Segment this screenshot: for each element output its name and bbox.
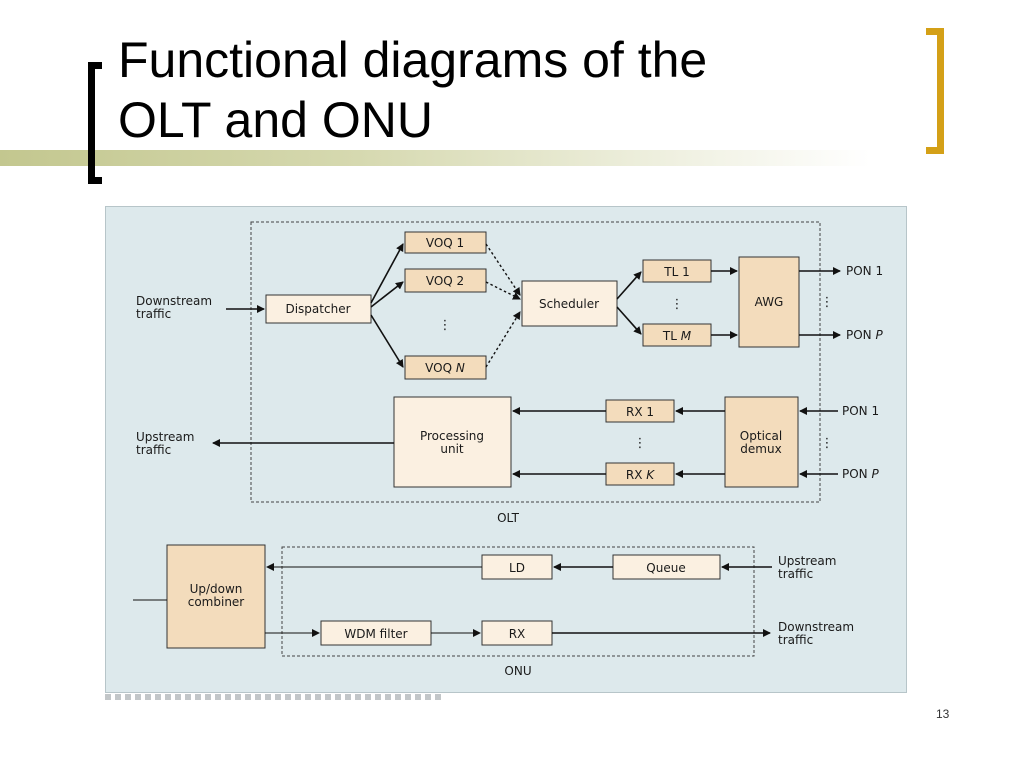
onu-rx-box <box>481 620 553 646</box>
onu-downstream-label-2: traffic <box>778 633 813 647</box>
dispatcher-label: Dispatcher <box>285 302 350 316</box>
optical-demux-box <box>724 396 799 488</box>
olt-boundary <box>250 221 821 503</box>
title-accent-bar <box>0 150 1024 166</box>
wdm-filter-box <box>320 620 432 646</box>
pon-1-in-label: PON 1 <box>842 404 879 418</box>
ld-label: LD <box>509 561 525 575</box>
demux-input-ellipsis: ⋮ <box>821 436 834 451</box>
tl-m-label: TL M <box>662 329 692 343</box>
awg-box <box>738 256 800 348</box>
voq-2-box <box>404 268 487 293</box>
voq2-to-scheduler-arrow <box>485 281 521 300</box>
voq-2-label: VOQ 2 <box>426 274 464 288</box>
dispatcher-to-voq2-arrow <box>370 281 404 308</box>
ld-box <box>481 554 553 580</box>
scheduler-to-tl1-arrow <box>616 271 642 300</box>
processing-unit-box <box>393 396 512 488</box>
slide-title: Functional diagrams of the OLT and ONU <box>118 30 707 150</box>
olt-downstream-label-1: Downstream <box>136 294 212 308</box>
pon-p-out-label: PON P <box>846 328 883 342</box>
scheduler-to-tlm-arrow <box>616 306 642 335</box>
voq-ellipsis: ⋮ <box>439 318 452 333</box>
combiner-label-1: Up/down <box>190 582 243 596</box>
onu-boundary <box>281 546 755 657</box>
voq-1-label: VOQ 1 <box>426 236 464 250</box>
tl-ellipsis: ⋮ <box>671 297 684 312</box>
olt-upstream-label-1: Upstream <box>136 430 194 444</box>
diagram-canvas: OLT Downstream traffic Dispatcher VOQ 1 … <box>133 221 883 678</box>
voqn-to-scheduler-arrow <box>485 311 521 368</box>
awg-output-ellipsis: ⋮ <box>821 295 834 310</box>
optical-demux-label-2: demux <box>740 442 781 456</box>
dispatcher-box <box>265 294 372 324</box>
onu-label: ONU <box>504 664 531 678</box>
processing-unit-label-2: unit <box>440 442 464 456</box>
dispatcher-to-voqn-arrow <box>370 314 404 368</box>
awg-label: AWG <box>755 295 784 309</box>
slide-title-line-2: OLT and ONU <box>118 92 433 148</box>
pon-1-out-label: PON 1 <box>846 264 883 278</box>
voq-n-label: VOQ N <box>425 361 465 375</box>
rx-1-label: RX 1 <box>626 405 654 419</box>
voq1-to-scheduler-arrow <box>485 243 521 296</box>
onu-rx-label: RX <box>509 627 526 641</box>
onu-upstream-label-1: Upstream <box>778 554 836 568</box>
processing-unit-label-1: Processing <box>420 429 484 443</box>
onu-downstream-label-1: Downstream <box>778 620 854 634</box>
onu-upstream-label-2: traffic <box>778 567 813 581</box>
scheduler-box <box>521 280 618 327</box>
slide-number: 13 <box>936 707 950 721</box>
voq-n-box <box>404 355 487 380</box>
pon-p-in-label: PON P <box>842 467 879 481</box>
rx-k-label: RX K <box>626 468 655 482</box>
olt-upstream-label-2: traffic <box>136 443 171 457</box>
olt-label: OLT <box>497 511 519 525</box>
scheduler-label: Scheduler <box>539 297 599 311</box>
rx-ellipsis: ⋮ <box>634 436 647 451</box>
olt-downstream-label-2: traffic <box>136 307 171 321</box>
combiner-box <box>166 544 266 649</box>
combiner-label-2: combiner <box>188 595 245 609</box>
left-bracket-decoration <box>88 62 102 184</box>
dispatcher-to-voq1-arrow <box>370 243 404 304</box>
voq-1-box <box>404 231 487 254</box>
queue-label: Queue <box>646 561 685 575</box>
figure-caption-cropped <box>105 694 445 700</box>
tl-1-label: TL 1 <box>663 265 689 279</box>
optical-demux-label-1: Optical <box>740 429 782 443</box>
right-bracket-decoration <box>926 28 944 154</box>
slide-title-line-1: Functional diagrams of the <box>118 32 708 88</box>
wdm-filter-label: WDM filter <box>344 627 407 641</box>
olt-onu-diagram: OLT Downstream traffic Dispatcher VOQ 1 … <box>105 206 907 693</box>
